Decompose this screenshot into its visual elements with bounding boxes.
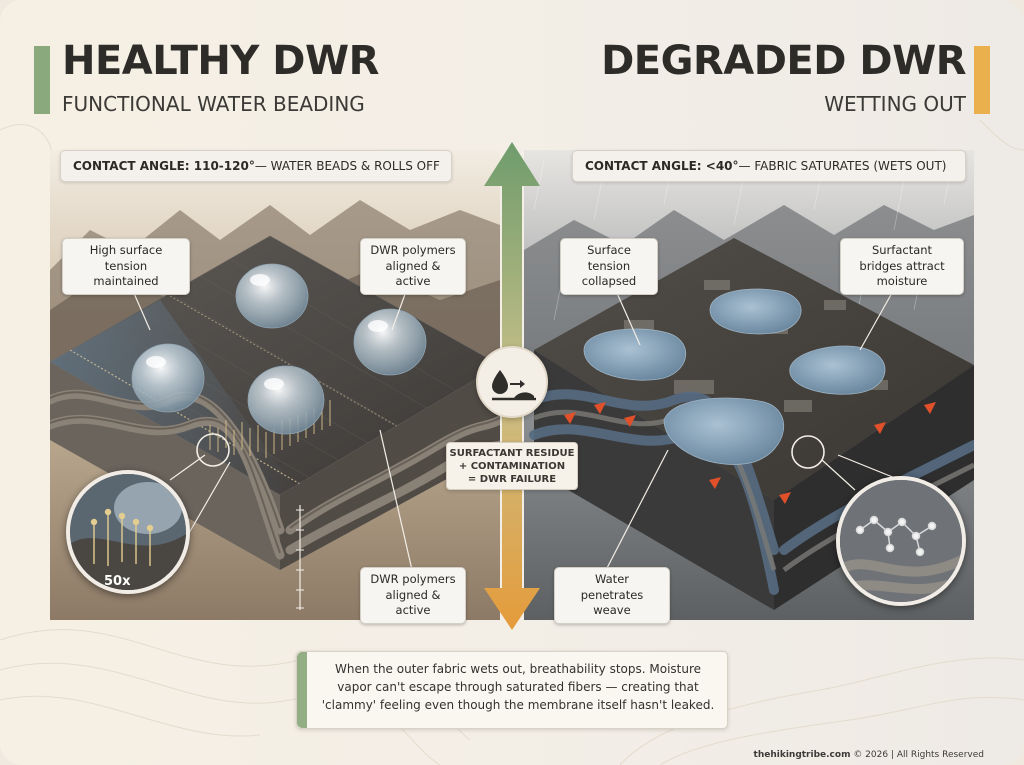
callout-dwr-polymers-bottom: DWR polymers aligned & active [360,567,466,624]
callout-surface-tension-collapsed: Surface tension collapsed [560,238,658,295]
footer-rights: © 2026 | All Rights Reserved [850,750,984,760]
callout-dwr-polymers-top: DWR polymers aligned & active [360,238,466,295]
callout-surfactant-bridges: Surfactant bridges attract moisture [840,238,964,295]
healthy-accent-bar [34,46,50,114]
dwr-failure-equation: SURFACTANT RESIDUE + CONTAMINATION = DWR… [446,442,578,490]
healthy-subtitle: FUNCTIONAL WATER BEADING [62,92,365,116]
footer-site[interactable]: thehikingtribe.com [753,750,851,760]
degraded-accent-bar [974,46,990,114]
degraded-magnified-view [836,476,966,606]
callout-water-penetrates: Water penetrates weave [554,567,670,624]
healthy-contact-angle-banner: CONTACT ANGLE: 110-120° — WATER BEADS & … [60,150,452,182]
note-text: When the outer fabric wets out, breathab… [321,662,715,712]
healthy-magnified-view [66,470,190,594]
magnification-label: 50x [104,574,131,589]
note-accent-bar [297,652,307,728]
degraded-subtitle: WETTING OUT [824,92,966,116]
water-drop-on-surface-icon [476,346,548,418]
degraded-contact-angle-banner: CONTACT ANGLE: <40° — FABRIC SATURATES (… [572,150,966,182]
healthy-title: HEALTHY DWR [62,38,379,84]
breathability-note: When the outer fabric wets out, breathab… [296,651,728,729]
copyright-footer: thehikingtribe.com © 2026 | All Rights R… [754,750,984,760]
callout-high-surface-tension: High surface tension maintained [62,238,190,295]
degraded-title: DEGRADED DWR [601,38,966,84]
healthy-fabric-illustration [50,150,500,620]
